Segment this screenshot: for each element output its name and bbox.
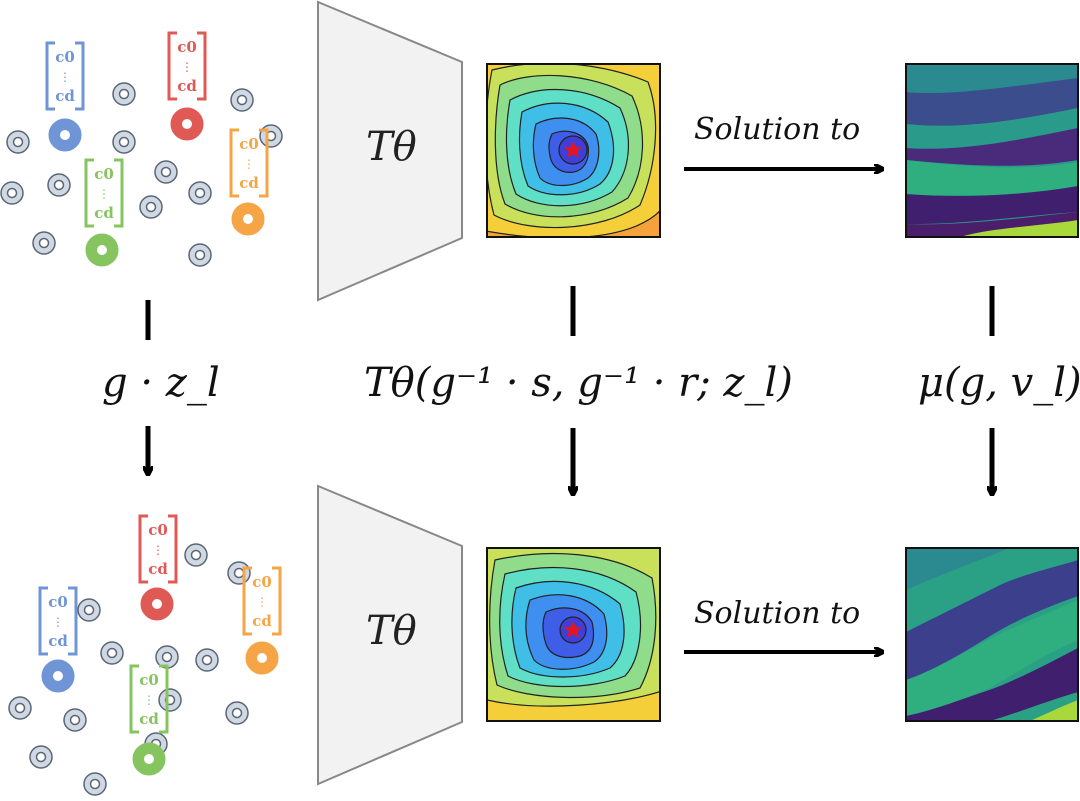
context-vector-entry: cd <box>94 204 114 222</box>
context-vector-entry: cd <box>55 87 75 105</box>
equivariance-label: Tθ(g⁻¹ · s, g⁻¹ · r; z_l) <box>364 360 793 406</box>
context-vector-entry: ⋮ <box>256 595 268 609</box>
context-vector-entry: c0 <box>252 573 272 591</box>
context-vector-bracket <box>138 514 178 584</box>
context-vector-entry: c0 <box>55 48 75 66</box>
context-vector-bracket <box>242 566 282 636</box>
context-vector-bracket <box>167 31 207 101</box>
context-vector-entry: c0 <box>148 521 168 539</box>
contour-map-top <box>487 64 660 237</box>
group-action-latent-label: g · z_l <box>102 360 220 406</box>
context-vector-entry: c0 <box>177 38 197 56</box>
context-vector-entry: cd <box>177 77 197 95</box>
encoder-trapezoid-top <box>317 0 463 302</box>
context-vector-entry: ⋮ <box>52 615 64 629</box>
contour-map-bottom <box>487 548 660 721</box>
context-vector-entry: ⋮ <box>243 157 255 171</box>
context-vector-entry: cd <box>148 560 168 578</box>
context-vector-bracket <box>38 586 78 656</box>
context-vector-entry: c0 <box>139 671 159 689</box>
arrow-label-top: Solution to <box>694 112 861 147</box>
context-vector-entry: cd <box>48 632 68 650</box>
context-vector-bracket <box>84 158 124 228</box>
solution-map-top <box>906 64 1078 237</box>
context-vector-entry: cd <box>252 612 272 630</box>
encoder-trapezoid-bottom <box>317 484 463 786</box>
context-vector-entry: c0 <box>48 593 68 611</box>
context-vector-entry: ⋮ <box>181 60 193 74</box>
context-vector-bracket <box>129 664 169 734</box>
context-vector-bracket <box>229 128 269 198</box>
arrow-label-bottom: Solution to <box>694 596 861 631</box>
solution-map-bottom <box>906 548 1078 721</box>
context-vector-entry: cd <box>239 174 259 192</box>
star-icon <box>563 141 583 158</box>
context-vector-bracket <box>45 41 85 111</box>
solution-transform-label: μ(g, v_l) <box>918 360 1080 406</box>
encoder-label-top: Tθ <box>366 124 417 170</box>
context-vector-entry: ⋮ <box>59 70 71 84</box>
encoder-label-bottom: Tθ <box>366 608 417 654</box>
context-vector-entry: ⋮ <box>143 693 155 707</box>
context-vector-entry: cd <box>139 710 159 728</box>
context-vector-entry: ⋮ <box>152 543 164 557</box>
context-vector-entry: ⋮ <box>98 187 110 201</box>
context-vector-entry: c0 <box>239 135 259 153</box>
star-icon <box>563 621 583 638</box>
context-vector-entry: c0 <box>94 165 114 183</box>
